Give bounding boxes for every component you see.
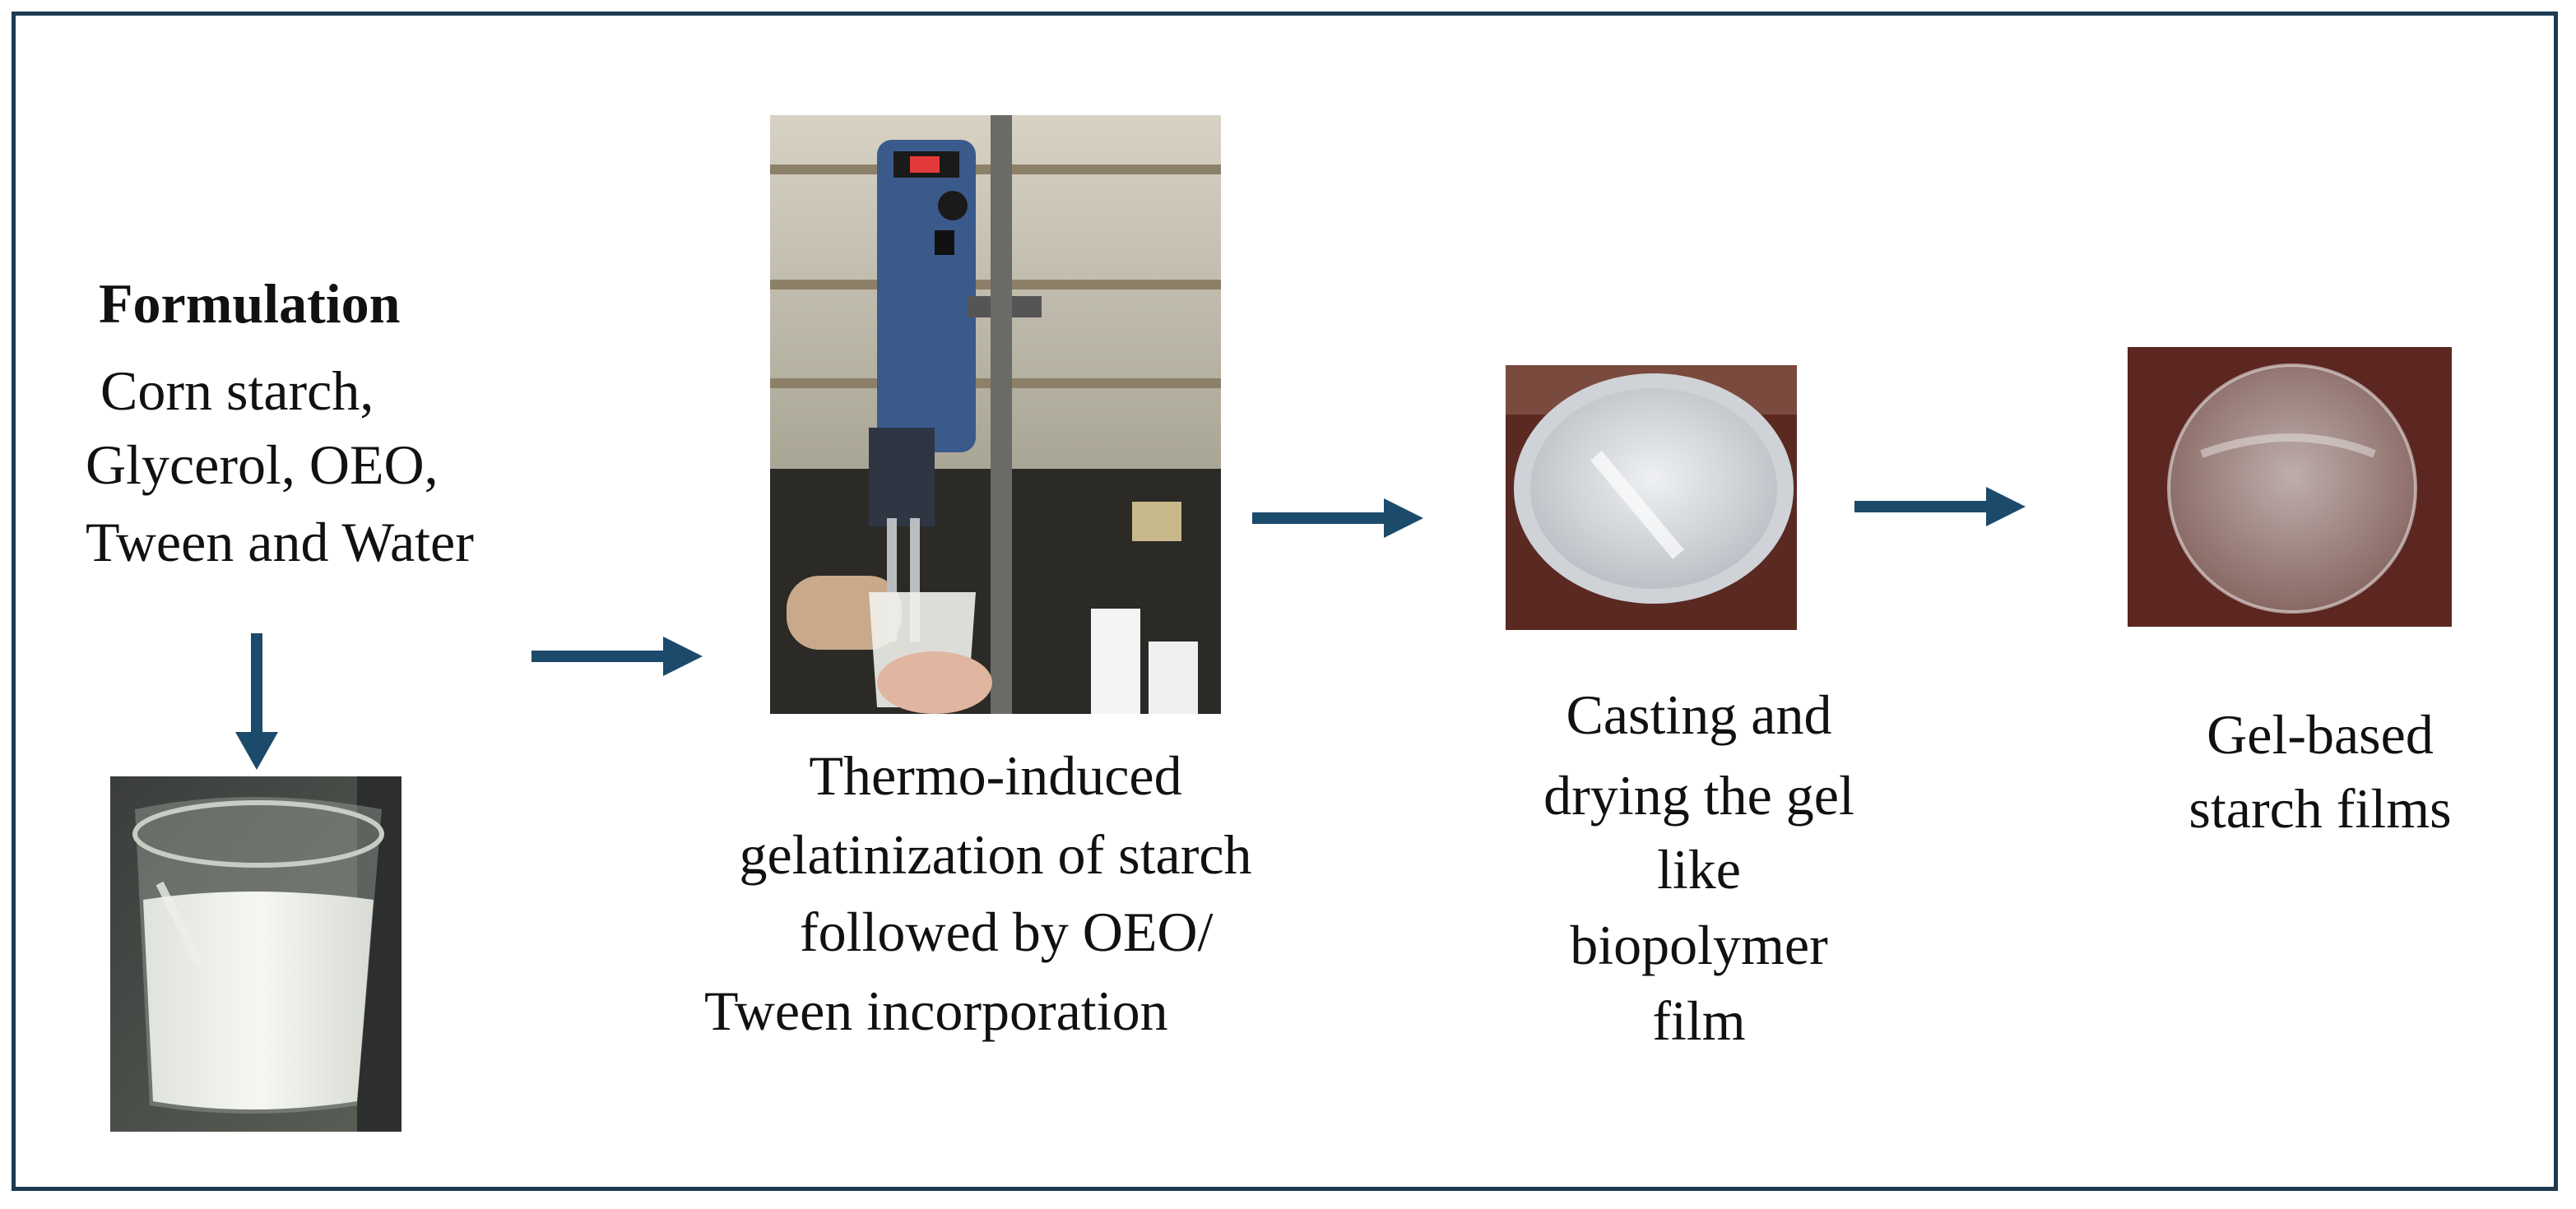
formulation-line-1: Corn starch, — [100, 359, 374, 422]
step2-line-2: gelatinization of starch — [739, 823, 1252, 886]
beaker-photo — [110, 776, 401, 1132]
petri-dish-photo — [1506, 365, 1797, 630]
homogenizer-photo — [770, 115, 1221, 714]
formulation-title: Formulation — [99, 272, 401, 335]
formulation-line-2: Glycerol, OEO, — [86, 433, 439, 496]
step3-line-4: biopolymer — [1570, 914, 1828, 976]
step3-line-1: Casting and — [1566, 683, 1832, 746]
step3-line-2: drying the gel — [1543, 764, 1854, 827]
figure-frame — [12, 12, 2558, 1191]
step3-line-5: film — [1652, 989, 1746, 1052]
step3-line-3: like — [1657, 838, 1741, 901]
step2-line-3: followed by OEO/ — [800, 901, 1214, 963]
step2-line-1: Thermo-induced — [809, 744, 1182, 807]
arrow-right-1 — [531, 637, 703, 676]
arrow-right-3 — [1854, 487, 2026, 526]
step4-line-1: Gel-based — [2207, 703, 2434, 766]
starch-film-photo — [2128, 347, 2452, 627]
step2-line-4: Tween incorporation — [704, 980, 1168, 1042]
step4-line-2: starch films — [2188, 777, 2452, 840]
arrow-right-2 — [1252, 498, 1423, 538]
arrow-down — [235, 633, 278, 770]
formulation-line-3: Tween and Water — [86, 511, 474, 573]
